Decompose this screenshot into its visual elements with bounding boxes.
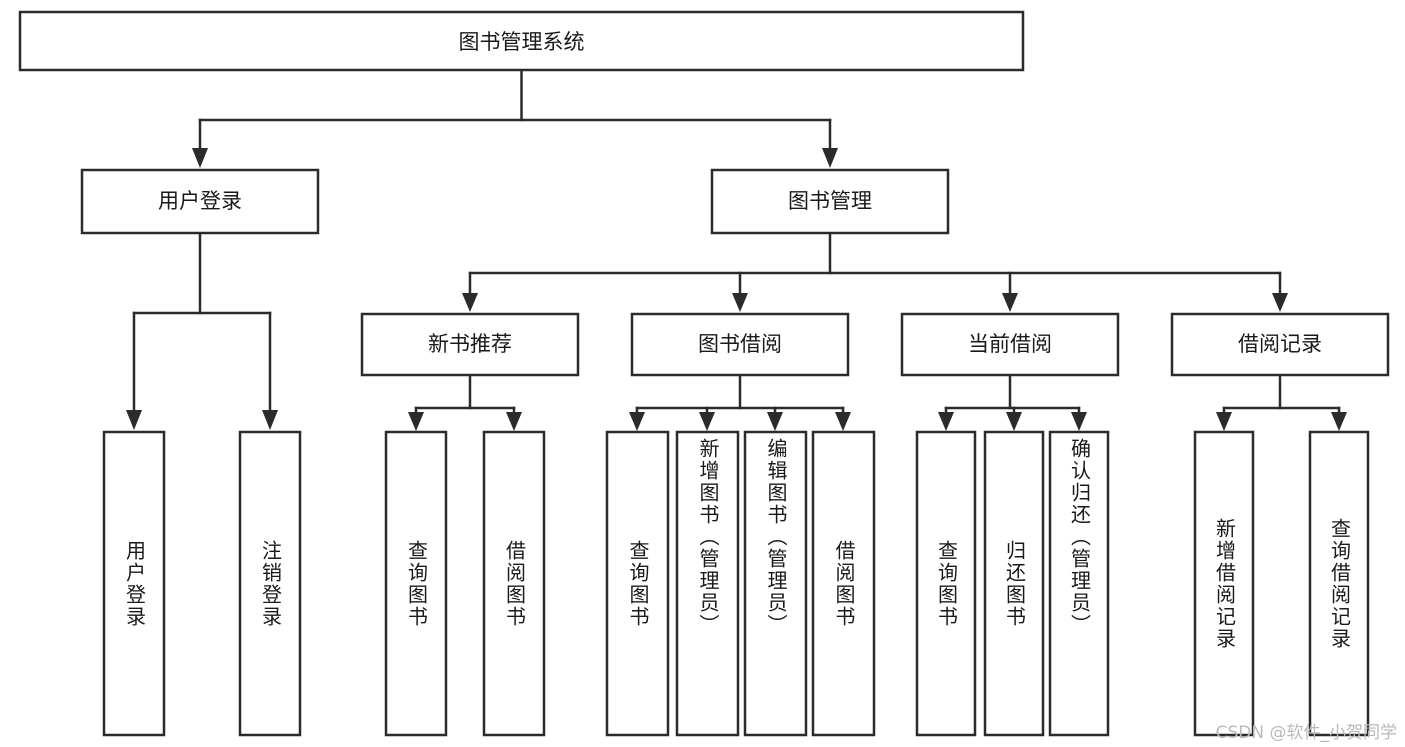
node-leaf-query-book-rec-label: 查询图书 (404, 539, 429, 628)
node-book-borrow-label: 图书借阅 (698, 332, 782, 356)
node-root-label: 图书管理系统 (459, 30, 585, 54)
node-leaf-add-book-rect[interactable] (675, 430, 740, 737)
arrow-head-leaf-query-record (1331, 412, 1347, 431)
node-leaf-borrow-book-rect[interactable] (811, 430, 876, 737)
node-book-borrow[interactable]: 图书借阅 (630, 312, 850, 377)
arrow-head-user-login (192, 148, 208, 168)
node-leaf-add-book[interactable]: 新增图书（管理员） (677, 432, 738, 735)
arrow-head-leaf-confirm-return (1071, 412, 1087, 431)
node-leaf-edit-book-rect[interactable] (743, 430, 808, 737)
arrow-head-leaf-query-book-rec (408, 412, 424, 431)
node-book-manage-label: 图书管理 (788, 189, 872, 213)
node-leaf-user-logout-label: 注销登录 (258, 539, 283, 628)
node-leaf-borrow-book-label: 借阅图书 (832, 539, 856, 628)
node-leaf-borrow-book-rec[interactable]: 借阅图书 (484, 432, 544, 735)
arrow-head-current-borrow (1002, 293, 1018, 312)
node-new-book-rec-label: 新书推荐 (428, 332, 512, 356)
node-user-login-rect[interactable] (80, 168, 320, 235)
node-leaf-borrow-book-rec-rect[interactable] (482, 430, 546, 737)
node-leaf-query-book-cur-label: 查询图书 (934, 539, 959, 628)
node-leaf-confirm-return-label: 确认归还（管理员） (1067, 438, 1092, 636)
node-borrow-record[interactable]: 借阅记录 (1170, 312, 1390, 377)
node-leaf-query-record-rect[interactable] (1308, 430, 1370, 737)
node-current-borrow[interactable]: 当前借阅 (900, 312, 1120, 377)
arrow-head-leaf-user-logout (262, 410, 278, 430)
node-leaf-query-record[interactable]: 查询借阅记录 (1310, 432, 1368, 735)
node-book-manage[interactable]: 图书管理 (710, 168, 950, 235)
node-user-login[interactable]: 用户登录 (80, 168, 320, 235)
node-leaf-add-record[interactable]: 新增借阅记录 (1195, 432, 1253, 735)
node-layer-horizontal: 图书管理系统 用户登录 图书管理 新书推荐 图书借阅 当前借阅 (18, 10, 1390, 377)
node-leaf-confirm-return[interactable]: 确认归还（管理员） (1050, 432, 1108, 735)
node-leaf-query-record-label: 查询借阅记录 (1327, 517, 1352, 650)
node-leaf-user-login-label: 用户登录 (122, 539, 147, 628)
arrow-head-leaf-query-book (629, 412, 645, 431)
node-root[interactable]: 图书管理系统 (18, 10, 1025, 72)
node-leaf-add-book-label: 新增图书（管理员） (696, 438, 720, 636)
connector-layer (126, 68, 1347, 431)
csdn-watermark: CSDN @软件_小贺同学 (1215, 723, 1397, 743)
node-leaf-return-book[interactable]: 归还图书 (985, 432, 1043, 735)
node-leaf-query-book-label: 查询图书 (626, 539, 650, 628)
node-leaf-add-record-label: 新增借阅记录 (1212, 517, 1237, 650)
arrow-head-leaf-user-login (126, 410, 142, 430)
node-new-book-rec[interactable]: 新书推荐 (360, 312, 580, 377)
arrow-head-book-manage (822, 148, 838, 168)
node-leaf-user-logout[interactable]: 注销登录 (240, 432, 300, 735)
node-leaf-borrow-book-rec-label: 借阅图书 (502, 539, 527, 628)
arrow-head-leaf-borrow-book-rec (506, 412, 522, 431)
node-root-rect[interactable] (18, 10, 1025, 72)
node-current-borrow-label: 当前借阅 (968, 332, 1052, 356)
node-leaf-add-record-rect[interactable] (1193, 430, 1255, 737)
node-leaf-confirm-return-rect[interactable] (1048, 430, 1110, 737)
node-layer-leaves (102, 430, 1370, 737)
node-leaf-user-login[interactable]: 用户登录 (104, 432, 164, 735)
node-leaf-edit-book-label: 编辑图书（管理员） (764, 438, 788, 636)
arrow-head-book-borrow (732, 293, 748, 312)
arrow-head-leaf-borrow-book (835, 412, 851, 431)
arrow-head-leaf-edit-book (767, 412, 783, 431)
node-leaf-query-book-rec-rect[interactable] (384, 430, 448, 737)
node-leaf-return-book-rect[interactable] (983, 430, 1045, 737)
arrow-head-leaf-return-book (1006, 412, 1022, 431)
node-user-login-label: 用户登录 (158, 189, 242, 213)
node-leaf-query-book-rect[interactable] (605, 430, 670, 737)
node-current-borrow-rect[interactable] (900, 312, 1120, 377)
arrow-head-leaf-add-book (699, 412, 715, 431)
arrow-head-borrow-record (1272, 293, 1288, 312)
arrow-head-leaf-query-book-cur (938, 412, 954, 431)
node-leaf-return-book-label: 归还图书 (1002, 539, 1027, 628)
node-borrow-record-label: 借阅记录 (1238, 332, 1322, 356)
node-leaf-query-book[interactable]: 查询图书 (607, 432, 668, 735)
node-borrow-record-rect[interactable] (1170, 312, 1390, 377)
arrow-head-leaf-add-record (1216, 412, 1232, 431)
node-new-book-rec-rect[interactable] (360, 312, 580, 377)
node-leaf-borrow-book[interactable]: 借阅图书 (813, 432, 874, 735)
node-leaf-user-logout-rect[interactable] (238, 430, 302, 737)
arrow-head-new-book-rec (462, 293, 478, 312)
node-leaf-query-book-cur[interactable]: 查询图书 (917, 432, 975, 735)
node-book-borrow-rect[interactable] (630, 312, 850, 377)
node-leaf-query-book-rec[interactable]: 查询图书 (386, 432, 446, 735)
node-book-manage-rect[interactable] (710, 168, 950, 235)
node-leaf-edit-book[interactable]: 编辑图书（管理员） (745, 432, 806, 735)
node-leaf-user-login-rect[interactable] (102, 430, 166, 737)
node-leaf-query-book-cur-rect[interactable] (915, 430, 977, 737)
